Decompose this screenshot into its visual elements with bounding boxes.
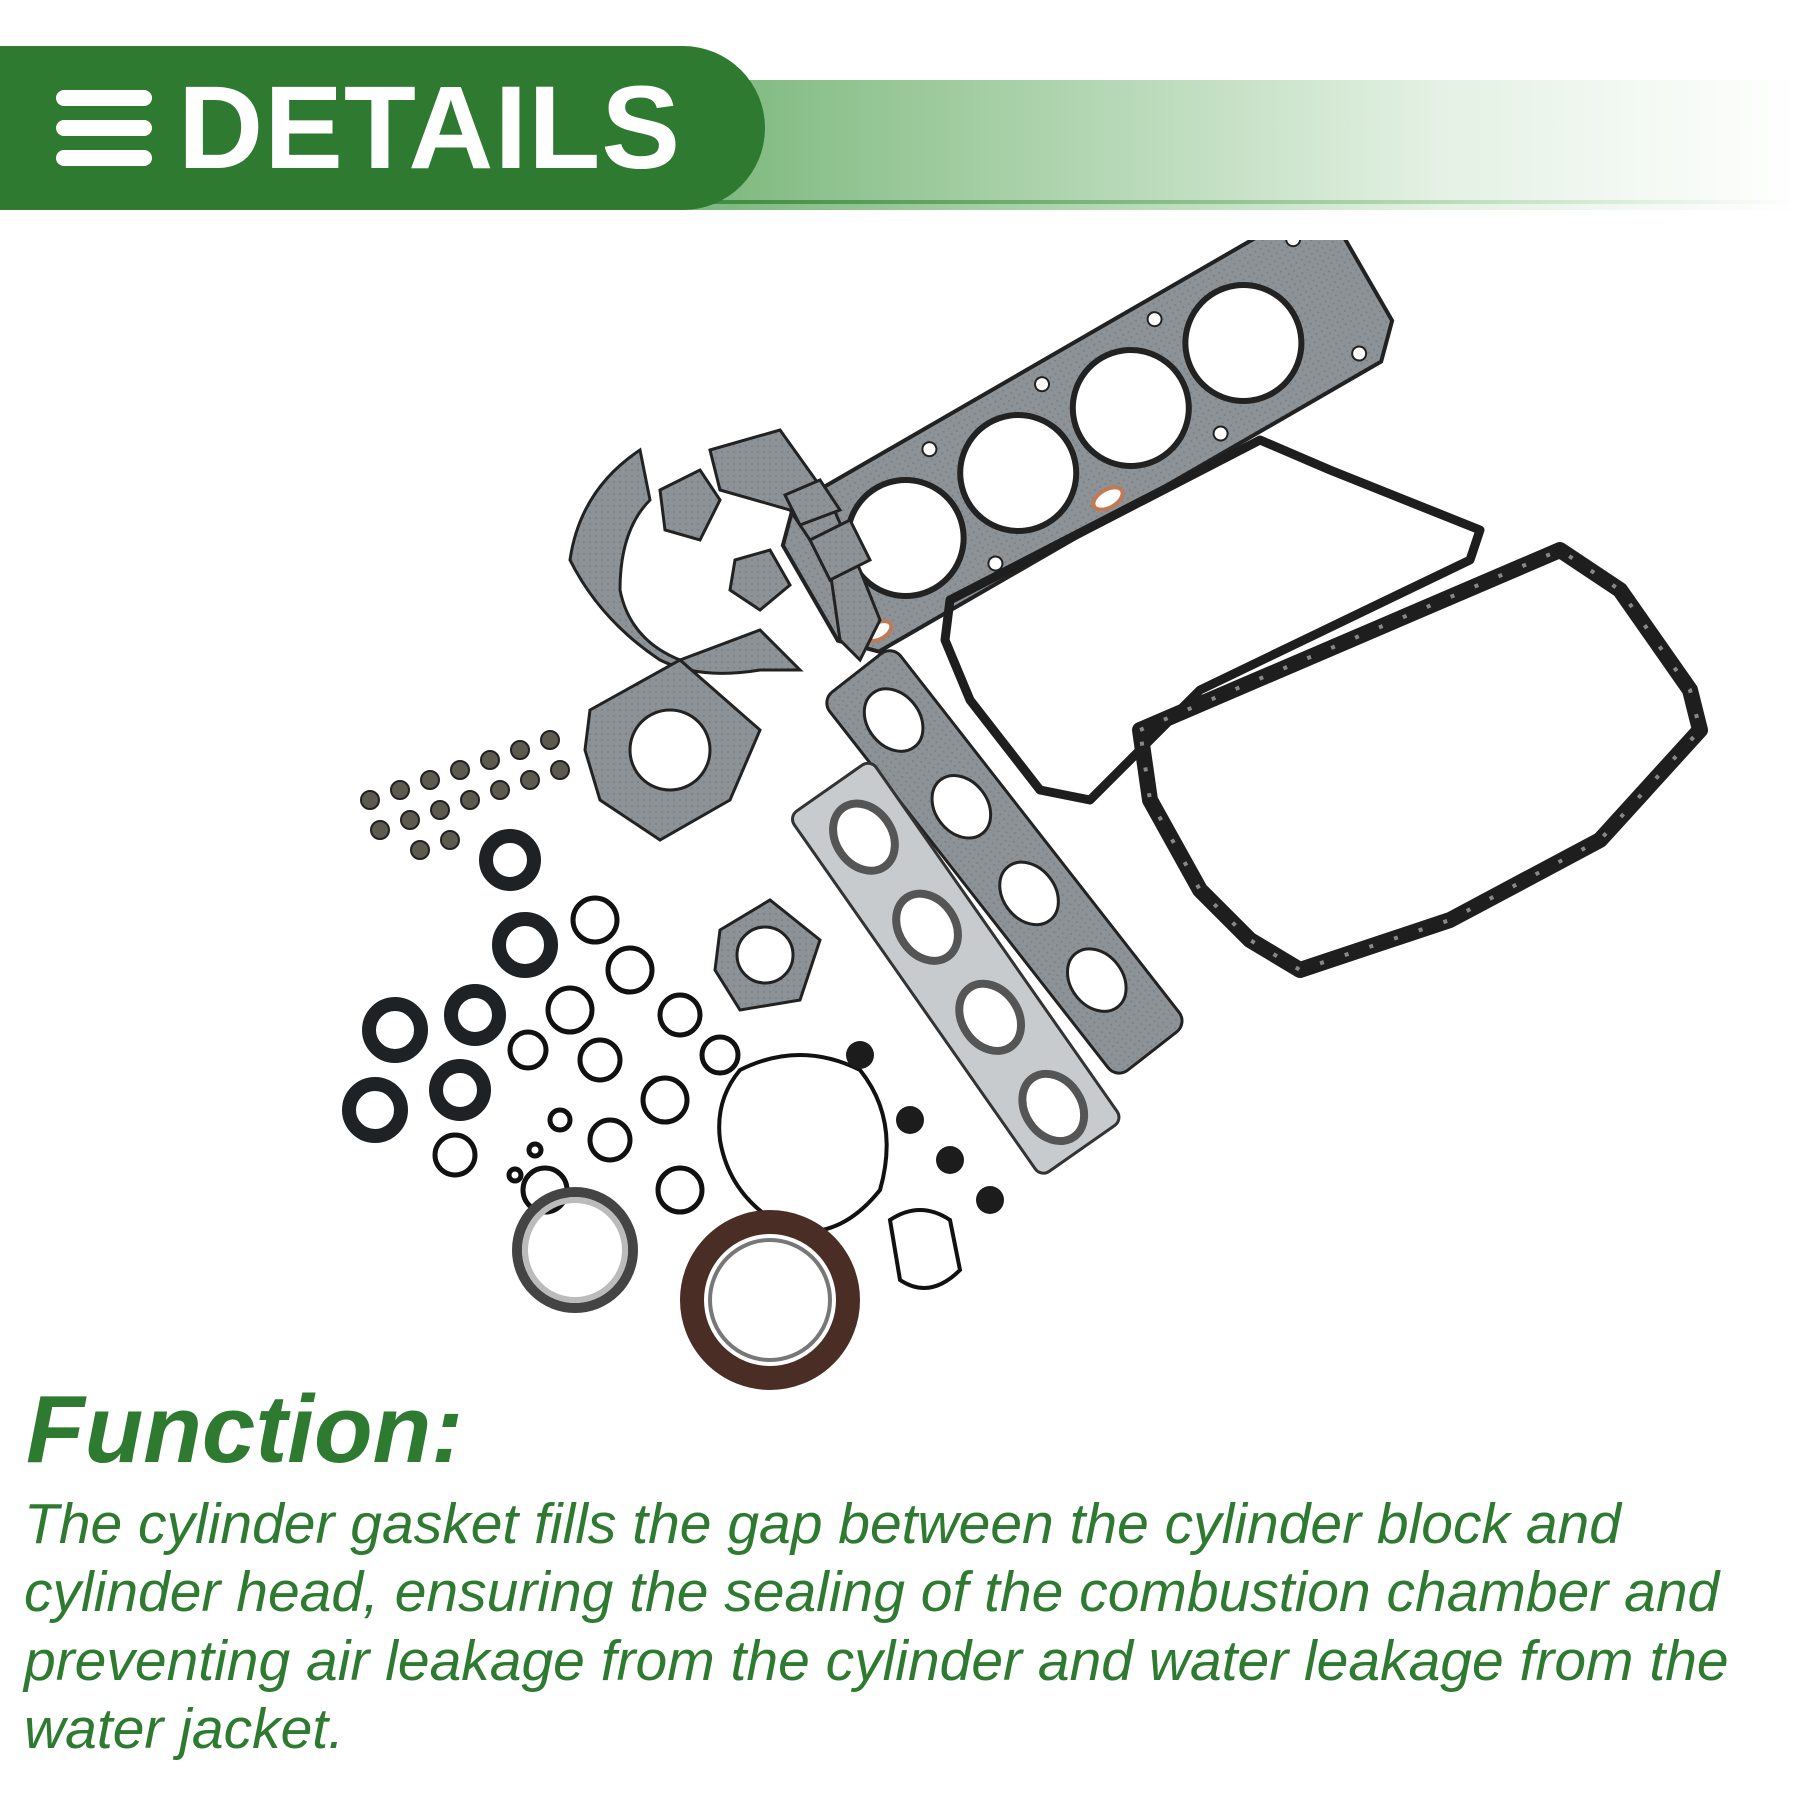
o-rings [432,895,741,1215]
intake-manifold-gasket [825,649,1184,1075]
function-description: The cylinder gasket fills the gap betwee… [24,1492,1729,1762]
banner-gradient-strip [600,80,1800,210]
exhaust-manifold-gasket [791,761,1121,1175]
front-cover-gasket [708,428,882,663]
spark-plug-grommets [846,1041,1004,1214]
banner-title: DETAILS [178,62,682,194]
small-rounded-gasket [887,1208,963,1290]
throttle-body-gasket [583,658,762,842]
details-banner: DETAILS [0,46,765,210]
water-pump-o-ring [717,1053,889,1234]
oil-seals [342,829,558,1143]
timing-cover-gasket [568,447,804,675]
function-heading: Function: [26,1376,464,1483]
valve-stem-seals [360,730,570,860]
head-gasket [780,240,1395,654]
menu-icon [56,86,152,170]
engine-gasket-kit-illustration [342,240,1708,1390]
exhaust-ring [512,1187,638,1313]
small-plate-gaskets [658,468,873,612]
crankshaft-seal [680,1210,860,1390]
thermostat-gasket [713,898,822,1012]
oil-pan-gasket [1132,542,1708,978]
